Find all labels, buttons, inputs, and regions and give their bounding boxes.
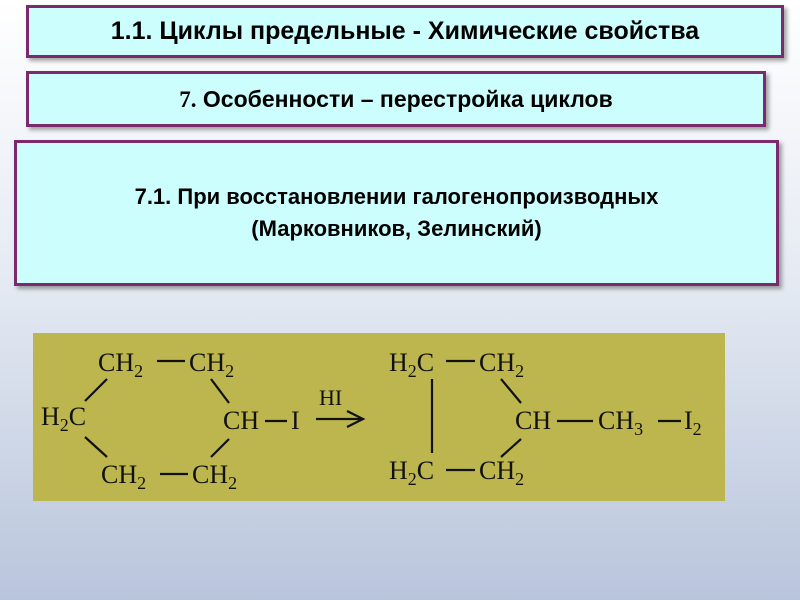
reactant-top-right-group: CH2 bbox=[189, 348, 234, 381]
reaction-arrow: HI bbox=[316, 385, 366, 428]
reactant-iodine: I bbox=[291, 406, 300, 435]
section-number: 7. bbox=[179, 86, 197, 112]
product-molecule: H2C CH2 CH CH3 I2 H2C CH2 bbox=[389, 348, 702, 489]
reactant-bottom-right-group: CH2 bbox=[192, 460, 237, 493]
title-box: 1.1. Циклы предельные - Химические свойс… bbox=[26, 5, 784, 58]
product-bottom-right-group: CH2 bbox=[479, 456, 524, 489]
reagent-label: HI bbox=[319, 385, 342, 410]
reactant-bottom-left-group: CH2 bbox=[101, 460, 146, 493]
bond bbox=[84, 378, 108, 402]
product-top-right-group: CH2 bbox=[479, 348, 524, 381]
section-title: Особенности – перестройка циклов bbox=[196, 85, 613, 112]
arrow-head bbox=[346, 410, 366, 428]
reactant-top-left-group: CH2 bbox=[98, 348, 143, 381]
reaction-scheme: CH2 CH2 H2C CH I CH2 CH2 HI H2C CH2 bbox=[33, 333, 725, 501]
product-methyl-group: CH3 bbox=[598, 406, 643, 439]
slide-title: 1.1. Циклы предельные - Химические свойс… bbox=[110, 17, 700, 45]
bond bbox=[500, 378, 522, 404]
product-ch-group: CH bbox=[515, 406, 551, 435]
subtitle-box: 7. Особенности – перестройка циклов bbox=[26, 71, 766, 127]
bond bbox=[500, 438, 522, 458]
reactant-ch-group: CH bbox=[223, 406, 259, 435]
reactant-molecule: CH2 CH2 H2C CH I CH2 CH2 bbox=[41, 348, 300, 493]
reactant-left-group: H2C bbox=[41, 402, 86, 435]
product-bottom-left-group: H2C bbox=[389, 456, 434, 489]
product-top-left-group: H2C bbox=[389, 348, 434, 381]
description-line-2: (Марковников, Зелинский) bbox=[251, 216, 542, 241]
bond bbox=[210, 378, 230, 404]
product-iodine: I2 bbox=[684, 406, 702, 439]
description-line-1: 7.1. При восстановлении галогенопроизвод… bbox=[134, 184, 659, 210]
description-box: 7.1. При восстановлении галогенопроизвод… bbox=[14, 140, 779, 286]
bond bbox=[84, 436, 108, 458]
reaction-diagram: CH2 CH2 H2C CH I CH2 CH2 HI H2C CH2 bbox=[41, 348, 702, 493]
bond bbox=[210, 438, 230, 458]
section-heading: 7. Особенности – перестройка циклов bbox=[179, 86, 612, 113]
